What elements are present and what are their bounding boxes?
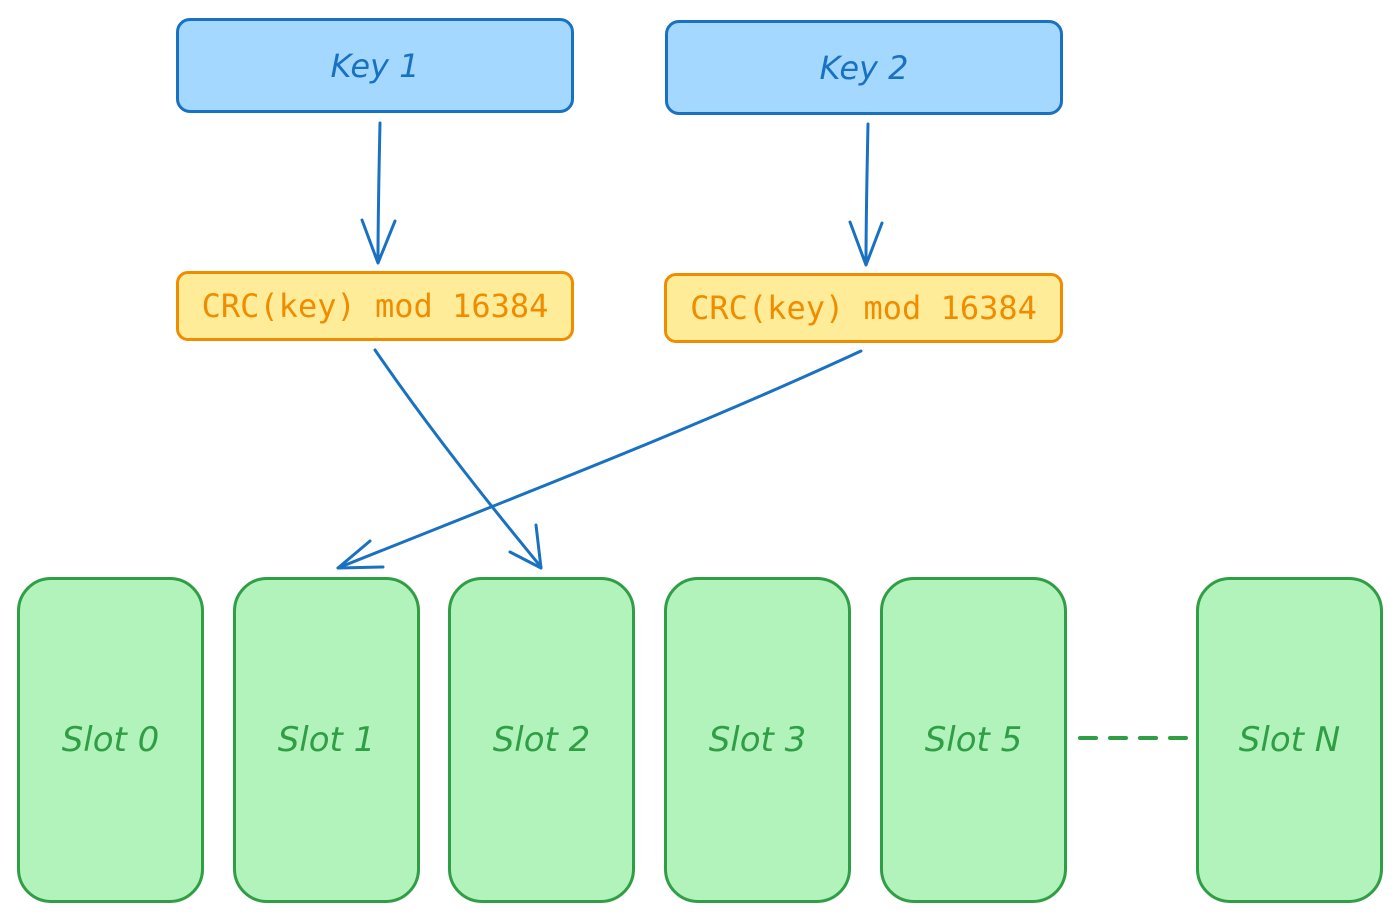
arrow-key2-to-hash2 (848, 122, 884, 267)
slot-1-box: Slot 1 (233, 577, 420, 903)
key-1-label: Key 1 (330, 46, 420, 85)
arrow-hash1-to-slot2 (373, 348, 543, 570)
slot-2-box: Slot 2 (448, 577, 635, 903)
slot-0-box: Slot 0 (17, 577, 204, 903)
arrow-hash2-to-slot1 (336, 349, 863, 570)
slot-3-label: Slot 3 (708, 720, 807, 760)
hash-function-box-1: CRC(key) mod 16384 (176, 271, 574, 341)
arrow-key1-to-hash1 (360, 121, 397, 265)
slot-5-label: Slot 5 (924, 720, 1023, 760)
hash-function-label-1: CRC(key) mod 16384 (201, 287, 549, 325)
key-2-box: Key 2 (665, 20, 1063, 115)
slot-3-box: Slot 3 (664, 577, 851, 903)
slot-2-label: Slot 2 (492, 720, 591, 760)
hash-function-label-2: CRC(key) mod 16384 (690, 289, 1037, 327)
key-2-label: Key 2 (819, 48, 909, 87)
slot-n-box: Slot N (1196, 577, 1383, 903)
hash-function-box-2: CRC(key) mod 16384 (664, 273, 1063, 343)
slot-0-label: Slot 0 (61, 720, 160, 760)
slot-5-box: Slot 5 (880, 577, 1067, 903)
slot-1-label: Slot 1 (277, 720, 376, 760)
key-1-box: Key 1 (176, 18, 574, 113)
slot-n-label: Slot N (1238, 720, 1341, 760)
